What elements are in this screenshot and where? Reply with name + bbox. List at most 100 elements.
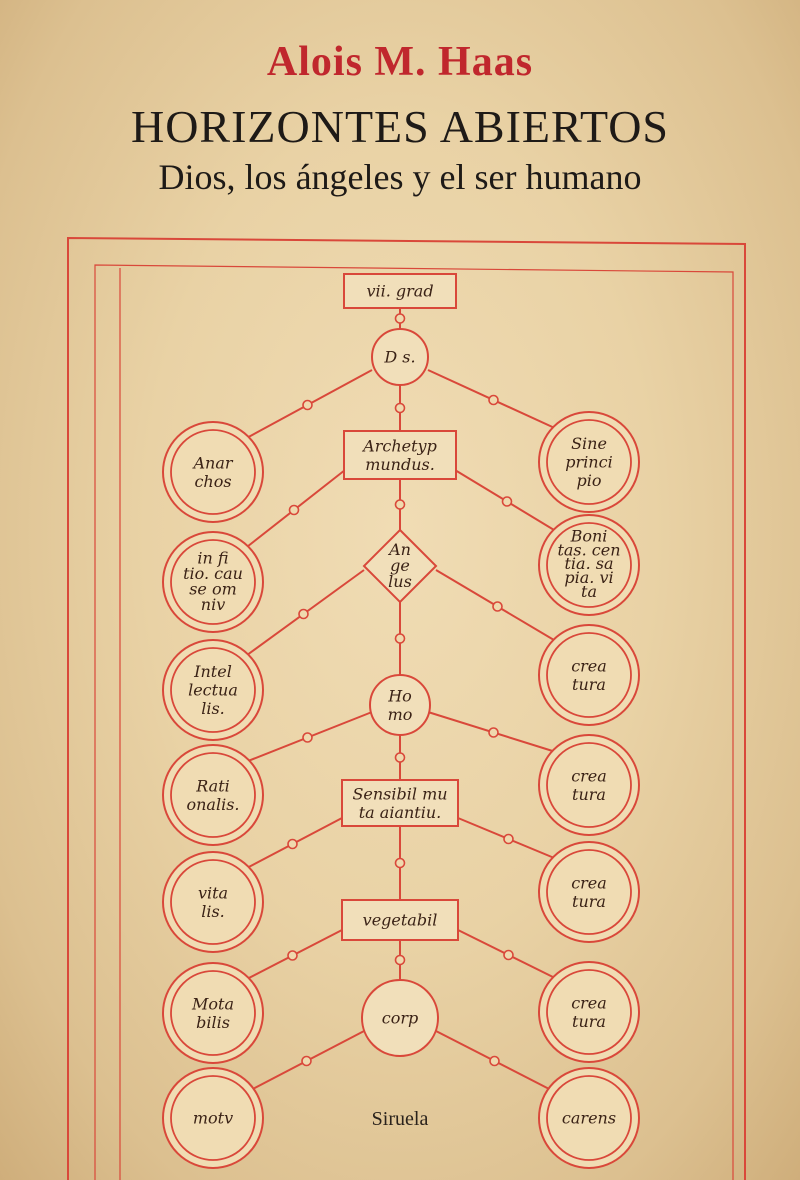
left-vitalis-label: vita bbox=[198, 883, 228, 902]
diamond-frame bbox=[362, 528, 438, 604]
inner-ring bbox=[546, 632, 632, 718]
outer-ring bbox=[162, 851, 264, 953]
right-creatura4-label: tura bbox=[572, 1012, 606, 1031]
box-vegetab: vegetabil bbox=[341, 899, 459, 941]
outer-ring bbox=[162, 962, 264, 1064]
left-motabilis-label: Mota bbox=[191, 994, 234, 1013]
right-circle-carens: carens bbox=[538, 1067, 640, 1169]
inner-ring bbox=[546, 969, 632, 1055]
right-bonitas-label: Boni bbox=[570, 527, 608, 546]
connector-bead bbox=[394, 313, 406, 324]
inner-ring bbox=[170, 752, 256, 838]
circle-ring bbox=[361, 979, 439, 1057]
left-motabilis-label: bilis bbox=[196, 1013, 230, 1032]
left-infinito-label: tio. cau bbox=[183, 564, 243, 583]
outer-ring bbox=[162, 421, 264, 523]
right-sineprincipio-label: pio bbox=[577, 471, 602, 490]
center-circle-corp: corp bbox=[361, 979, 439, 1057]
diamond-label: An bbox=[387, 540, 411, 559]
connector-bead bbox=[394, 633, 406, 644]
connector-bead bbox=[488, 727, 499, 738]
right-creatura2-label: crea bbox=[571, 766, 607, 785]
outer-ring bbox=[162, 531, 264, 633]
book-title: HORIZONTES ABIERTOS bbox=[130, 101, 670, 152]
box-frame bbox=[343, 273, 457, 309]
right-sineprincipio-label: princi bbox=[565, 453, 612, 472]
right-creatura4-label: crea bbox=[571, 993, 607, 1012]
publisher-name: Siruela bbox=[371, 1108, 429, 1130]
box-grad: vii. grad bbox=[343, 273, 457, 309]
center-corp-label: corp bbox=[382, 1009, 418, 1028]
left-motu-label: motv bbox=[193, 1109, 233, 1128]
left-infinito-label: niv bbox=[201, 595, 225, 614]
connector-bead bbox=[302, 399, 313, 411]
right-creatura1-label: tura bbox=[572, 675, 606, 694]
connector-bead bbox=[394, 954, 406, 966]
right-sineprincipio-label: Sine bbox=[571, 434, 607, 453]
inner-ring bbox=[546, 742, 632, 828]
connector-bead bbox=[298, 608, 309, 620]
inner-ring bbox=[546, 849, 632, 935]
left-intellectualis-label: Intel bbox=[193, 662, 232, 681]
right-creatura3-label: crea bbox=[571, 873, 607, 892]
diamond-label: lus bbox=[388, 572, 412, 591]
left-anarchos-label: Anar bbox=[191, 453, 233, 472]
center-ds-label: D s. bbox=[383, 348, 415, 367]
box-frame bbox=[343, 430, 457, 480]
inner-ring bbox=[546, 419, 632, 505]
right-bonitas-label: tia. sa bbox=[564, 554, 613, 573]
left-vitalis-label: lis. bbox=[201, 902, 225, 921]
outer-ring bbox=[538, 514, 640, 616]
outer-ring bbox=[538, 1067, 640, 1169]
circle-ring bbox=[369, 674, 431, 736]
connector-bead bbox=[501, 496, 513, 507]
connector-bead bbox=[394, 499, 406, 510]
connector-bead bbox=[489, 1055, 500, 1067]
outer-ring bbox=[538, 411, 640, 513]
inner-ring bbox=[546, 1075, 632, 1161]
book-subtitle: Dios, los ángeles y el ser humano bbox=[158, 157, 642, 197]
box-archetyp-label: Archetyp bbox=[361, 436, 437, 455]
inner-ring bbox=[170, 859, 256, 945]
outer-ring bbox=[162, 1067, 264, 1169]
right-creatura1-label: crea bbox=[571, 656, 607, 675]
center-homo-label: Ho bbox=[387, 686, 412, 705]
diamond-label: ge bbox=[390, 556, 410, 575]
outer-ring bbox=[162, 744, 264, 846]
connector-bead bbox=[302, 732, 313, 743]
left-rationalis-label: onalis. bbox=[186, 795, 239, 814]
connector-bead bbox=[488, 394, 499, 406]
inner-ring bbox=[170, 647, 256, 733]
left-intellectualis-label: lectua bbox=[188, 681, 238, 700]
left-circle-motu: motv bbox=[162, 1067, 264, 1169]
circle-ring bbox=[371, 328, 429, 386]
outer-ring bbox=[538, 624, 640, 726]
center-circle-ds: D s. bbox=[371, 328, 429, 386]
connector-bead bbox=[394, 402, 406, 414]
right-creatura2-label: tura bbox=[572, 785, 606, 804]
box-archetyp-label: mundus. bbox=[365, 455, 435, 474]
connector-bead bbox=[288, 504, 300, 516]
connector-bead bbox=[492, 601, 503, 612]
outer-ring bbox=[538, 734, 640, 836]
inner-ring bbox=[546, 522, 632, 608]
manuscript-frame bbox=[67, 236, 746, 1180]
right-bonitas-label: tas. cen bbox=[557, 540, 620, 559]
box-vegetab-label: vegetabil bbox=[363, 911, 438, 930]
left-infinito-label: in fi bbox=[197, 548, 228, 567]
inner-ring bbox=[170, 429, 256, 515]
